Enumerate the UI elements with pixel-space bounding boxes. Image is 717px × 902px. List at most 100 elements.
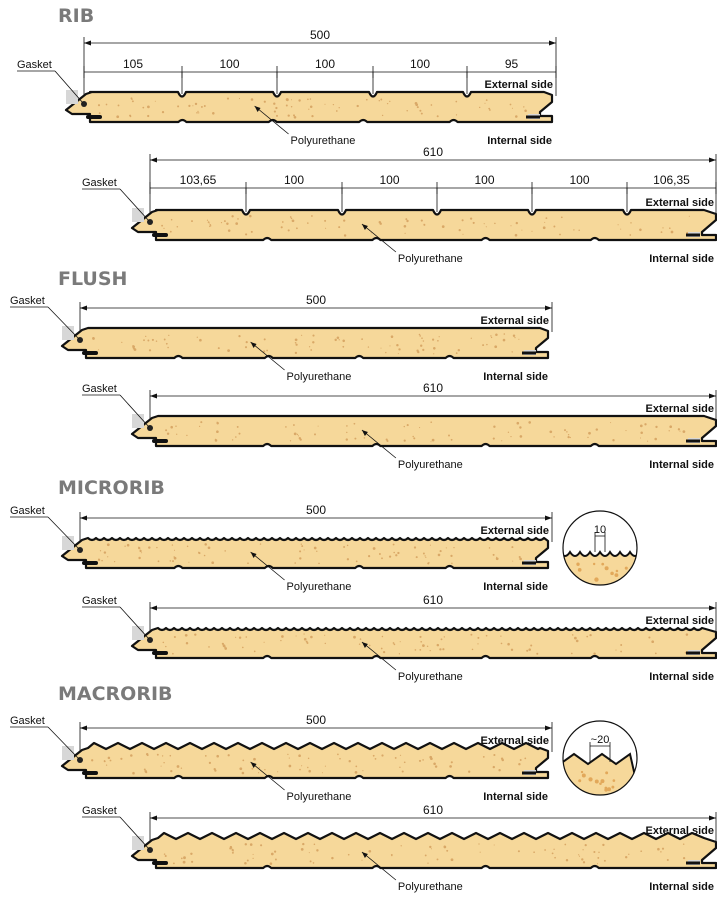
foam-speckle [662, 227, 664, 229]
foam-speckle [197, 110, 199, 113]
foam-speckle [564, 843, 567, 846]
internal-side-label: Internal side [483, 581, 548, 593]
foam-speckle [493, 425, 496, 428]
foam-speckle [347, 853, 350, 856]
detail-speckle [592, 562, 596, 566]
foam-speckle [440, 638, 443, 641]
gasket-leader [47, 306, 80, 340]
width-label: 610 [423, 381, 443, 395]
dim-arrow-right [549, 40, 556, 46]
foam-speckle [244, 843, 248, 846]
foam-speckle [511, 107, 513, 109]
foam-speckle [324, 103, 326, 105]
detail-speckle [605, 771, 609, 775]
foam-speckle [446, 849, 449, 852]
foam-speckle [412, 435, 414, 438]
foam-speckle [368, 644, 371, 647]
foam-speckle [302, 842, 305, 846]
foam-speckle [398, 653, 401, 655]
foam-speckle [518, 338, 520, 340]
foam-speckle [655, 425, 658, 429]
foam-speckle [146, 754, 149, 757]
gasket-block [132, 626, 144, 640]
foam-speckle [559, 233, 561, 236]
foam-speckle [401, 770, 404, 773]
foam-speckle [493, 753, 496, 757]
foam-speckle [549, 430, 553, 434]
foam-core [64, 90, 554, 124]
foam-speckle [338, 339, 340, 341]
gasket-block [132, 836, 144, 850]
foam-speckle [424, 555, 426, 557]
foam-speckle [415, 103, 419, 107]
foam-speckle [501, 758, 504, 762]
foam-speckle [163, 227, 165, 229]
foam-speckle [273, 102, 276, 105]
foam-speckle [249, 843, 253, 846]
foam-speckle [339, 757, 341, 760]
foam-speckle [147, 105, 150, 109]
foam-speckle [578, 229, 580, 231]
foam-speckle [507, 431, 510, 433]
foam-speckle [171, 544, 174, 546]
foam-speckle [488, 547, 491, 549]
gasket-block [66, 90, 78, 104]
foam-speckle [292, 114, 296, 117]
foam-speckle [173, 549, 176, 551]
foam-speckle [207, 221, 210, 223]
foam-speckle [288, 757, 290, 759]
section-title-rib: RIB [58, 5, 94, 27]
foam-speckle [511, 351, 513, 353]
foam-speckle [217, 347, 220, 350]
foam-speckle [345, 438, 348, 441]
segment-label: 100 [474, 173, 494, 187]
foam-speckle [244, 861, 247, 865]
foam-speckle [477, 636, 480, 639]
foam-speckle [163, 338, 166, 341]
foam-speckle [209, 225, 211, 228]
foam-speckle [589, 633, 592, 637]
foam-speckle [116, 115, 120, 119]
foam-speckle [510, 648, 514, 651]
foam-speckle [132, 771, 135, 775]
foam-speckle [155, 340, 158, 342]
foam-speckle [309, 98, 312, 100]
detail-dim-label: ~20 [591, 734, 610, 746]
foam-speckle [207, 546, 211, 550]
foam-speckle [393, 643, 396, 646]
foam-speckle [133, 348, 137, 351]
foam-speckle [677, 428, 681, 431]
foam-speckle [494, 222, 496, 225]
foam-speckle [610, 422, 612, 424]
foam-speckle [356, 104, 359, 108]
foam-speckle [439, 550, 442, 553]
foam-speckle [577, 854, 580, 856]
foam-speckle [294, 341, 297, 344]
foam-speckle [640, 431, 643, 434]
foam-speckle [139, 549, 142, 553]
foam-speckle [184, 633, 188, 637]
foam-speckle [511, 546, 514, 549]
foam-speckle [566, 431, 568, 433]
foam-speckle [581, 858, 584, 861]
foam-speckle [196, 112, 198, 114]
foam-speckle [288, 764, 292, 768]
foam-speckle [210, 225, 212, 227]
foam-speckle [307, 222, 309, 224]
foam-speckle [316, 849, 319, 852]
polyurethane-leader [254, 105, 289, 135]
foam-speckle [182, 860, 186, 864]
foam-speckle [291, 219, 295, 223]
foam-speckle [226, 222, 229, 226]
foam-speckle [418, 759, 422, 762]
foam-speckle [170, 425, 173, 429]
foam-speckle [669, 425, 673, 429]
foam-speckle [654, 437, 657, 441]
foam-speckle [203, 554, 206, 557]
foam-speckle [348, 760, 351, 763]
internal-side-label: Internal side [649, 459, 714, 471]
foam-speckle [368, 849, 372, 853]
foam-speckle [313, 546, 317, 550]
foam-speckle [483, 223, 485, 225]
foam-speckle [169, 230, 172, 233]
